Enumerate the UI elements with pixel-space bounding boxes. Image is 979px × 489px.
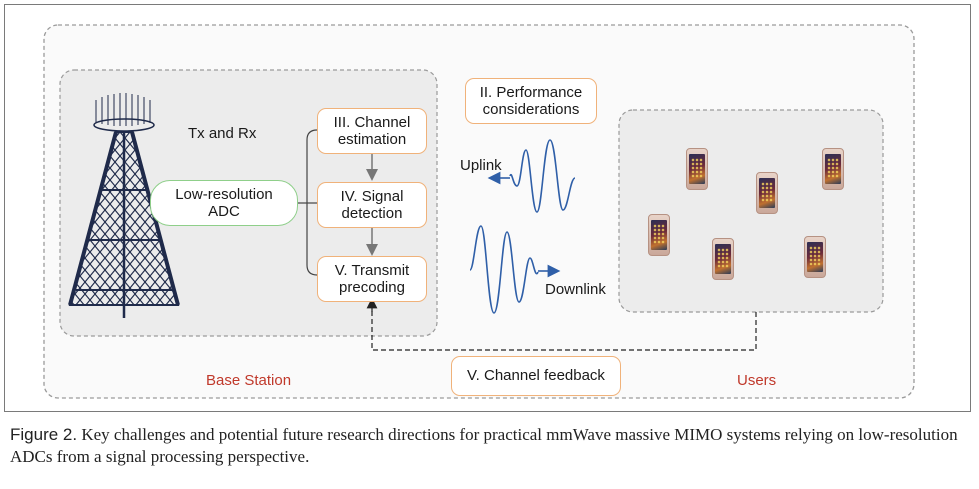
users-label: Users (737, 372, 777, 389)
performance-label: II. Performance considerations (479, 83, 583, 118)
adc-bracket (298, 129, 318, 276)
smartphone-icon (686, 148, 708, 190)
transmit-precoding-box: V. Transmit precoding (317, 256, 427, 302)
signal-detection-label: IV. Signal detection (340, 187, 404, 222)
signal-detection-box: IV. Signal detection (317, 182, 427, 228)
adc-label: Low-resolution ADC (175, 185, 273, 220)
channel-feedback-label: V. Channel feedback (467, 367, 605, 385)
antenna-tower-icon (68, 93, 180, 318)
figure-number: Figure 2. (10, 425, 78, 444)
figure-caption: Figure 2. Key challenges and potential f… (10, 424, 965, 468)
uplink-wave-icon (487, 139, 576, 213)
tx-rx-label: Tx and Rx (188, 125, 257, 142)
channel-feedback-path (371, 306, 757, 351)
uplink-label: Uplink (460, 157, 502, 174)
performance-box: II. Performance considerations (465, 78, 597, 124)
channel-feedback-box: V. Channel feedback (451, 356, 621, 396)
smartphone-icon (712, 238, 734, 280)
channel-estimation-label: III. Channel estimation (333, 113, 411, 148)
smartphone-icon (822, 148, 844, 190)
adc-box: Low-resolution ADC (150, 180, 298, 226)
downlink-label: Downlink (545, 281, 606, 298)
transmit-precoding-label: V. Transmit precoding (334, 261, 410, 296)
downlink-wave-icon (469, 225, 561, 314)
channel-estimation-box: III. Channel estimation (317, 108, 427, 154)
users-container (618, 109, 884, 313)
base-station-label: Base Station (206, 372, 292, 389)
smartphone-icon (648, 214, 670, 256)
smartphone-icon (756, 172, 778, 214)
smartphone-icon (804, 236, 826, 278)
caption-text: Key challenges and potential future rese… (10, 425, 958, 467)
